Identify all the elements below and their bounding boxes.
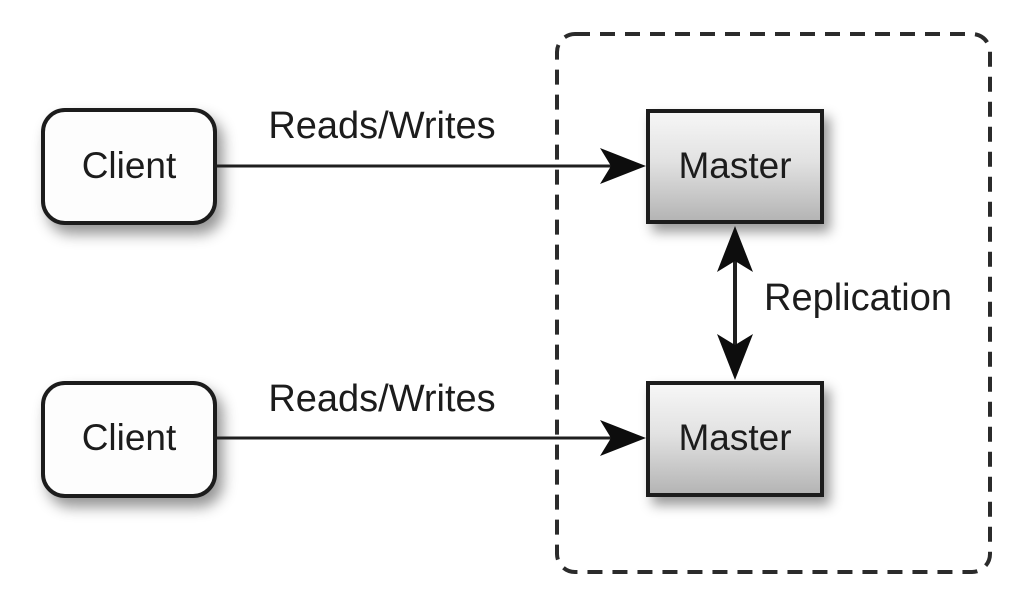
client-bottom-label: Client bbox=[82, 417, 177, 458]
edge-label-replication: Replication bbox=[764, 277, 952, 319]
replication-arrowhead-down bbox=[717, 334, 753, 380]
node-client-bottom[interactable]: Client bbox=[41, 381, 217, 498]
node-master-bottom[interactable]: Master bbox=[646, 381, 824, 497]
edge-label-reads-writes-top: Reads/Writes bbox=[268, 105, 495, 147]
edge-client-bottom-master-bottom bbox=[214, 420, 646, 456]
edge-master-replication bbox=[717, 226, 753, 380]
replication-cluster-boundary bbox=[555, 32, 992, 574]
node-client-top[interactable]: Client bbox=[41, 108, 217, 225]
master-top-label: Master bbox=[678, 145, 791, 186]
edge-top-arrowhead bbox=[600, 148, 646, 184]
master-top-shape bbox=[646, 109, 824, 224]
client-top-label: Client bbox=[82, 145, 177, 186]
master-bottom-label: Master bbox=[678, 417, 791, 458]
replication-arrowhead-up bbox=[717, 226, 753, 272]
edge-bottom-arrowhead bbox=[600, 420, 646, 456]
edge-client-top-master-top bbox=[214, 148, 646, 184]
edge-label-reads-writes-bottom: Reads/Writes bbox=[268, 378, 495, 420]
node-master-top[interactable]: Master bbox=[646, 109, 824, 224]
master-bottom-shape bbox=[646, 381, 824, 497]
